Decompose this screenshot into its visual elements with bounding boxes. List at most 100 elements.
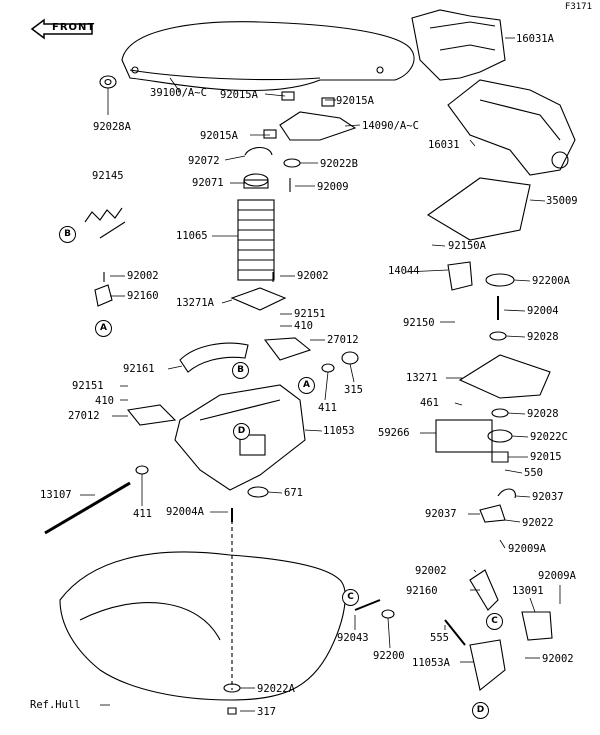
- part-35009: 35009: [546, 195, 578, 207]
- part-92022a: 92022A: [257, 683, 295, 695]
- ref-circle-a-1: A: [95, 320, 112, 337]
- damper-92160-b: [469, 569, 499, 611]
- part-39100: 39100/A~C: [150, 87, 207, 99]
- ref-circle-c-1: C: [342, 589, 359, 606]
- washer-411-a: [321, 363, 335, 373]
- part-13271: 13271: [406, 372, 438, 384]
- part-14090: 14090/A~C: [362, 120, 419, 132]
- part-92200: 92200: [373, 650, 405, 662]
- washer-92022b: [283, 158, 301, 168]
- latch-plate-14090: [263, 91, 357, 141]
- part-92200a: 92200A: [532, 275, 570, 287]
- part-461: 461: [420, 397, 439, 409]
- washer-92200a: [485, 273, 515, 287]
- part-550: 550: [524, 467, 543, 479]
- part-411-b: 411: [133, 508, 152, 520]
- pad-92161: [179, 342, 249, 373]
- part-92145: 92145: [92, 170, 124, 182]
- drawing-code: F3171: [564, 2, 592, 12]
- oring-671: [247, 486, 269, 498]
- bracket-14044: [447, 261, 473, 291]
- leader-lines: [80, 37, 561, 712]
- washer-92200: [381, 609, 395, 619]
- ref-hull-label: Ref.Hull: [30, 699, 81, 711]
- ref-circle-a-2: A: [298, 377, 315, 394]
- ref-circle-d-1: D: [233, 423, 250, 440]
- part-410-a: 410: [294, 320, 313, 332]
- ref-circle-b-2: B: [232, 362, 249, 379]
- clamp-92037-a: [497, 488, 516, 499]
- seat-cover: [121, 21, 415, 92]
- washer-411-b: [135, 465, 149, 475]
- front-label: FRONT: [52, 22, 96, 33]
- nut-315: [341, 351, 359, 365]
- part-13271a: 13271A: [176, 297, 214, 309]
- ref-circle-b-1: B: [59, 226, 76, 243]
- part-92043: 92043: [337, 632, 369, 644]
- part-92028a: 92028A: [93, 121, 131, 133]
- part-92151-b: 92151: [72, 380, 104, 392]
- part-92009a-b: 92009A: [538, 570, 576, 582]
- part-410-b: 410: [95, 395, 114, 407]
- damper-92160-a: [94, 284, 113, 307]
- part-11053: 11053: [323, 425, 355, 437]
- block-13091: [521, 611, 553, 641]
- plate-13271: [458, 354, 551, 399]
- hull-outline: [59, 551, 346, 701]
- washer-92028-b: [491, 408, 509, 418]
- part-92004a: 92004A: [166, 506, 204, 518]
- part-27012-a: 27012: [327, 334, 359, 346]
- bracket-35009: [426, 177, 531, 241]
- part-92015a-a: 92015A: [220, 89, 258, 101]
- nut-92015: [491, 451, 509, 463]
- part-13107: 13107: [40, 489, 72, 501]
- part-92009: 92009: [317, 181, 349, 193]
- part-92160-b: 92160: [406, 585, 438, 597]
- part-411-a: 411: [318, 402, 337, 414]
- bracket-16031: [447, 79, 576, 176]
- cap-92071: [243, 173, 269, 189]
- part-14044: 14044: [388, 265, 420, 277]
- part-92028-b: 92028: [527, 408, 559, 420]
- part-92022b: 92022B: [320, 158, 358, 170]
- part-92015a-c: 92015A: [200, 130, 238, 142]
- part-16031: 16031: [428, 139, 460, 151]
- bumper-27012-b: [126, 404, 177, 426]
- plate-13271a: [230, 287, 287, 311]
- grommet-92028a: [99, 75, 117, 89]
- bracket-16031a: [411, 9, 506, 81]
- part-13091: 13091: [512, 585, 544, 597]
- part-59266: 59266: [378, 427, 410, 439]
- part-92037-b: 92037: [425, 508, 457, 520]
- part-92028-a: 92028: [527, 331, 559, 343]
- pin-555: [444, 619, 466, 646]
- part-92002-a: 92002: [127, 270, 159, 282]
- bolt-13107: [44, 481, 131, 535]
- part-92022: 92022: [522, 517, 554, 529]
- bellows-11065: [237, 199, 275, 281]
- bracket-11053a: [469, 639, 506, 691]
- part-92002-c: 92002: [415, 565, 447, 577]
- ref-circle-d-2: D: [472, 702, 489, 719]
- part-16031a: 16031A: [516, 33, 554, 45]
- part-92002-b: 92002: [297, 270, 329, 282]
- part-92015a-b: 92015A: [336, 95, 374, 107]
- front-arrow: FRONT: [30, 18, 94, 40]
- ref-circle-c-2: C: [486, 613, 503, 630]
- part-92015: 92015: [530, 451, 562, 463]
- part-11065: 11065: [176, 230, 208, 242]
- part-92022c: 92022C: [530, 431, 568, 443]
- clamp-92037-b: [479, 504, 506, 523]
- part-315: 315: [344, 384, 363, 396]
- part-11053a: 11053A: [412, 657, 450, 669]
- part-92160-a: 92160: [127, 290, 159, 302]
- part-555: 555: [430, 632, 449, 644]
- part-92037-a: 92037: [532, 491, 564, 503]
- pin-92043: [354, 599, 381, 611]
- part-92009a-a: 92009A: [508, 543, 546, 555]
- box-59266: [435, 419, 493, 453]
- nut-317: [227, 707, 237, 715]
- part-92151-a: 92151: [294, 308, 326, 320]
- spring-92145: [84, 207, 126, 239]
